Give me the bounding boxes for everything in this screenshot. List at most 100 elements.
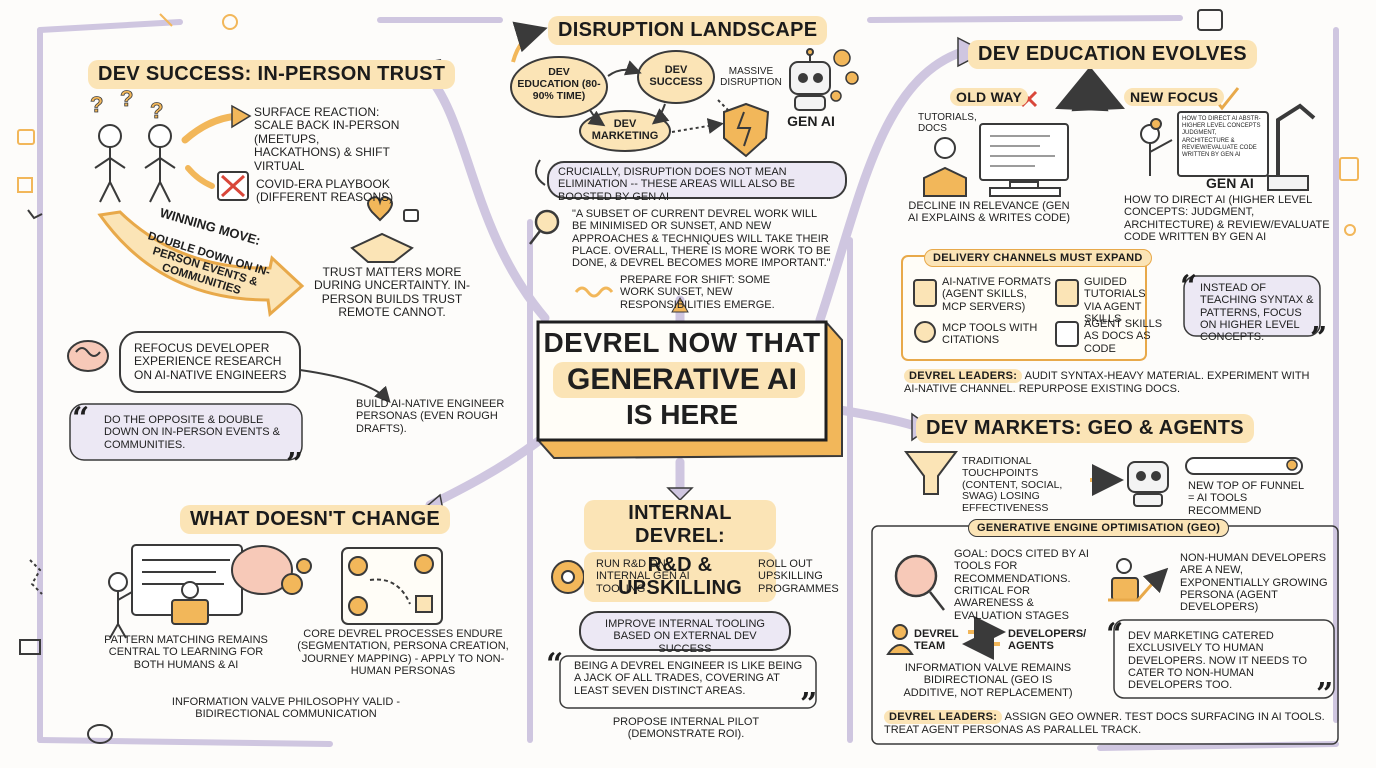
center-line-1: DEVREL NOW THAT (543, 327, 821, 358)
new-top-of-funnel: NEW TOP OF FUNNEL = AI TOOLS RECOMMEND (1188, 480, 1304, 517)
quote-open-icon: “ (546, 647, 564, 682)
markets-quote: DEV MARKETING CATERED EXCLUSIVELY TO HUM… (1128, 630, 1308, 692)
center-block (536, 320, 843, 460)
brain-gears-icon (231, 545, 312, 595)
quote-close-icon: ” (286, 447, 304, 482)
svg-text:?: ? (120, 86, 133, 111)
massive-disruption-label: MASSIVE DISRUPTION (720, 66, 782, 89)
winning-arrow (97, 210, 305, 317)
developers-agents-label: DEVELOPERS/ AGENTS (1008, 628, 1087, 653)
education-leaders-label: DEVREL LEADERS: (904, 369, 1023, 384)
old-way-label-wrap: OLD WAY (950, 88, 1029, 107)
unchanged-title: WHAT DOESN'T CHANGE (180, 505, 451, 534)
magnifier-icon (529, 209, 560, 245)
markets-leaders: DEVREL LEADERS: ASSIGN GEO OWNER. TEST D… (884, 710, 1334, 737)
center-line-3: IS HERE (625, 399, 739, 430)
page-frame (37, 15, 1339, 751)
computer-icon (979, 123, 1069, 197)
core-processes: CORE DEVREL PROCESSES ENDURE (SEGMENTATI… (297, 628, 509, 677)
people-icon (94, 124, 176, 203)
robot-icon (789, 48, 831, 111)
refocus-research: REFOCUS DEVELOPER EXPERIENCE RESEARCH ON… (134, 341, 287, 382)
disruption-note: CRUCIALLY, DISRUPTION DOES NOT MEAN ELIM… (558, 166, 795, 203)
funnel-icon (904, 451, 958, 495)
prepare-for-shift: PREPARE FOR SHIFT: SOME WORK SUNSET, NEW… (620, 274, 775, 311)
education-leaders: DEVREL LEADERS: AUDIT SYNTAX-HEAVY MATER… (904, 369, 1324, 396)
teacher-board-icon (1140, 103, 1316, 191)
node-dev-marketing: DEV MARKETING (591, 118, 659, 143)
person-icon (886, 624, 914, 655)
geo-title: GENERATIVE ENGINE OPTIMISATION (GEO) (968, 519, 1230, 537)
surface-reaction: SURFACE REACTION: SCALE BACK IN-PERSON (… (254, 105, 400, 173)
quote-close-icon: ” (1310, 321, 1328, 356)
markets-leaders-label: DEVREL LEADERS: (884, 710, 1003, 725)
non-human-developers: NON-HUMAN DEVELOPERS ARE A NEW, EXPONENT… (1180, 552, 1328, 614)
gen-ai-board-label: GEN AI (1206, 175, 1254, 191)
channel-guided-tutorials: GUIDED TUTORIALS VIA AGENT SKILLS (1084, 276, 1146, 325)
unchanged-section: WHAT DOESN'T CHANGE (180, 505, 451, 534)
channel-icons (913, 279, 1079, 347)
improve-tooling: IMPROVE INTERNAL TOOLING BASED ON EXTERN… (605, 618, 765, 655)
quote-open-icon: “ (72, 401, 90, 436)
markets-title: DEV MARKETS: GEO & AGENTS (916, 414, 1254, 443)
quote-close-icon: ” (800, 687, 818, 722)
geo-goal: GOAL: DOCS CITED BY AI TOOLS FOR RECOMME… (954, 548, 1089, 622)
squiggle-icon (574, 286, 614, 298)
disruption-section: DISRUPTION LANDSCAPE (548, 16, 828, 45)
center-line-2: GENERATIVE AI (566, 363, 798, 396)
propose-pilot: PROPOSE INTERNAL PILOT (DEMONSTRATE ROI)… (612, 716, 760, 741)
channels-title-wrap: DELIVERY CHANNELS MUST EXPAND (924, 248, 1152, 267)
quote-close-icon: ” (1316, 677, 1334, 712)
success-quote: DO THE OPPOSITE & DOUBLE DOWN ON IN-PERS… (104, 414, 281, 451)
robot-icon (1127, 461, 1169, 507)
growth-chart-icon (1108, 558, 1169, 602)
quote-open-icon: “ (1180, 269, 1198, 304)
calendar-icon (217, 171, 249, 201)
internal-title-2: R&D & UPSKILLING (584, 552, 776, 602)
disruption-title: DISRUPTION LANDSCAPE (548, 16, 828, 45)
tutorials-docs: TUTORIALS, DOCS (918, 112, 977, 135)
brain-icon (67, 340, 109, 372)
connector-arrows (420, 47, 967, 510)
bidirectional-arrows-icon (962, 616, 1006, 660)
shield-icon (723, 102, 770, 158)
handshake-icon (350, 196, 419, 263)
new-focus-label-wrap: NEW FOCUS (1124, 88, 1225, 107)
node-dev-education: DEV EDUCATION (80-90% TIME) (517, 66, 601, 102)
svg-text:?: ? (150, 98, 163, 123)
center-title: DEVREL NOW THAT GENERATIVE AI IS HERE (538, 327, 826, 431)
old-way-label: OLD WAY (950, 88, 1029, 106)
gear-icon (551, 560, 585, 594)
education-quote: INSTEAD OF TEACHING SYNTAX & PATTERNS, F… (1200, 282, 1314, 344)
covid-playbook: COVID-ERA PLAYBOOK (DIFFERENT REASONS) (256, 177, 394, 205)
search-bar-icon (1185, 457, 1303, 475)
question-marks-icon: ??? (90, 86, 164, 124)
node-dev-success: DEV SUCCESS (649, 64, 703, 89)
info-valve-bidirectional: INFORMATION VALVE REMAINS BIDIRECTIONAL … (903, 662, 1073, 699)
disruption-quote: "A SUBSET OF CURRENT DEVREL WORK WILL BE… (572, 208, 831, 270)
how-to-direct-ai: HOW TO DIRECT AI (HIGHER LEVEL CONCEPTS:… (1124, 194, 1330, 243)
markets-leaders-text: ASSIGN GEO OWNER. TEST DOCS SURFACING IN… (884, 711, 1325, 737)
devrel-team-label: DEVREL TEAM (914, 628, 959, 653)
internal-title-1: INTERNAL DEVREL: (584, 500, 776, 550)
info-valve-philosophy: INFORMATION VALVE PHILOSOPHY VALID - BID… (171, 696, 401, 721)
channel-mcp-tools: MCP TOOLS WITH CITATIONS (942, 322, 1038, 347)
screen-person-icon (108, 544, 243, 639)
quote-open-icon: “ (1106, 617, 1124, 652)
dev-success-section: DEV SUCCESS: IN-PERSON TRUST (88, 60, 456, 89)
decorative-doodles (17, 9, 1359, 744)
gear-icon (830, 49, 859, 102)
dev-success-title: DEV SUCCESS: IN-PERSON TRUST (88, 60, 456, 89)
markets-section: DEV MARKETS: GEO & AGENTS (916, 414, 1254, 443)
education-title: DEV EDUCATION EVOLVES (968, 40, 1257, 69)
internal-quote: BEING A DEVREL ENGINEER IS LIKE BEING A … (574, 660, 803, 697)
pattern-matching: PATTERN MATCHING REMAINS CENTRAL TO LEAR… (104, 634, 268, 671)
reader-icon (923, 137, 967, 197)
journey-map-icon (341, 547, 443, 625)
new-focus-label: NEW FOCUS (1124, 88, 1225, 106)
internal-section: INTERNAL DEVREL: R&D & UPSKILLING (584, 500, 776, 602)
traditional-touchpoints: TRADITIONAL TOUCHPOINTS (CONTENT, SOCIAL… (962, 455, 1063, 514)
channels-title: DELIVERY CHANNELS MUST EXPAND (924, 249, 1152, 267)
geo-title-wrap: GENERATIVE ENGINE OPTIMISATION (GEO) (968, 518, 1230, 537)
